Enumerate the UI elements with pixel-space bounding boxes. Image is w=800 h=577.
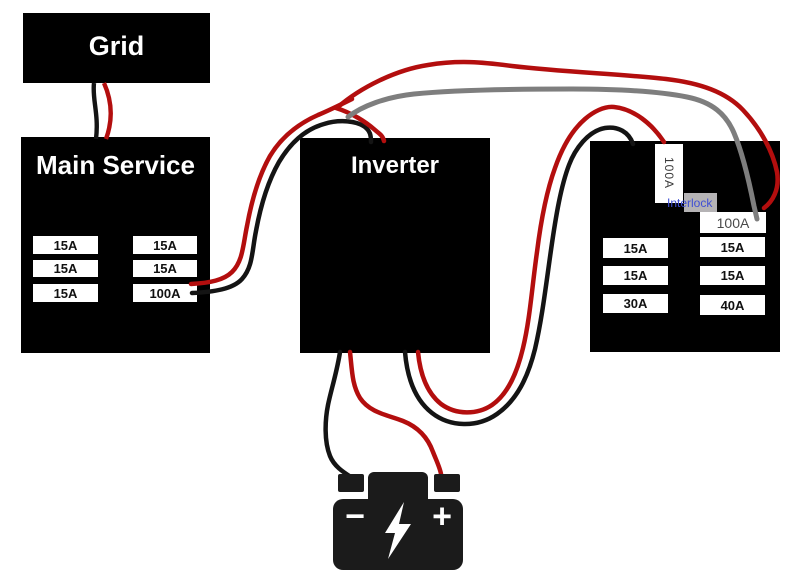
- lightning-bolt-icon: [385, 502, 411, 559]
- ms-breaker-left-1: 15A: [33, 236, 98, 254]
- battery-terminal-right: [434, 474, 460, 492]
- wire-inverter-to-subpanel-red: [415, 104, 667, 415]
- ms-breaker-right-1: 15A: [133, 236, 197, 254]
- wire-grid-black: [91, 82, 99, 140]
- subpanel-main-breaker: 100A: [700, 212, 766, 233]
- subpanel-breaker-left-1: 15A: [603, 238, 668, 258]
- battery-plus-label: +: [432, 497, 452, 536]
- battery-icon: − +: [330, 460, 470, 575]
- battery-terminal-left: [338, 474, 364, 492]
- ms-breaker-left-3: 15A: [33, 284, 98, 302]
- subpanel-breaker-left-3: 30A: [603, 294, 668, 313]
- ms-breaker-right-3: 100A: [133, 284, 197, 302]
- wire-arc-red-to-subpanel: [335, 59, 780, 211]
- wire-inverter-to-subpanel-black: [402, 125, 636, 427]
- main-service-title: Main Service: [36, 150, 195, 180]
- subpanel-interlock-breaker-vertical: 100A: [655, 144, 683, 203]
- wire-ms-to-inverter-black: [189, 118, 374, 296]
- subpanel-breaker-right-3: 40A: [700, 295, 765, 315]
- wire-battery-red: [347, 349, 444, 477]
- wire-grid-red: [101, 82, 113, 140]
- grid-title: Grid: [88, 31, 145, 61]
- subpanel-breaker-right-1: 15A: [700, 237, 765, 257]
- interlock-slider: [684, 193, 717, 212]
- subpanel-breaker-right-2: 15A: [700, 266, 765, 285]
- interlock-label: Interlock: [667, 196, 713, 210]
- grid-panel: Grid: [23, 13, 210, 83]
- wire-ms-to-inverter-red: [188, 96, 355, 287]
- ms-breaker-left-2: 15A: [33, 260, 98, 277]
- wire-battery-black: [323, 349, 354, 480]
- wire-interlock-gray: [345, 86, 760, 222]
- inverter-panel: Inverter: [300, 138, 490, 353]
- inverter-title: Inverter: [350, 152, 440, 179]
- battery-minus-label: −: [345, 497, 365, 536]
- ms-breaker-right-2: 15A: [133, 260, 197, 277]
- subpanel-breaker-left-2: 15A: [603, 266, 668, 285]
